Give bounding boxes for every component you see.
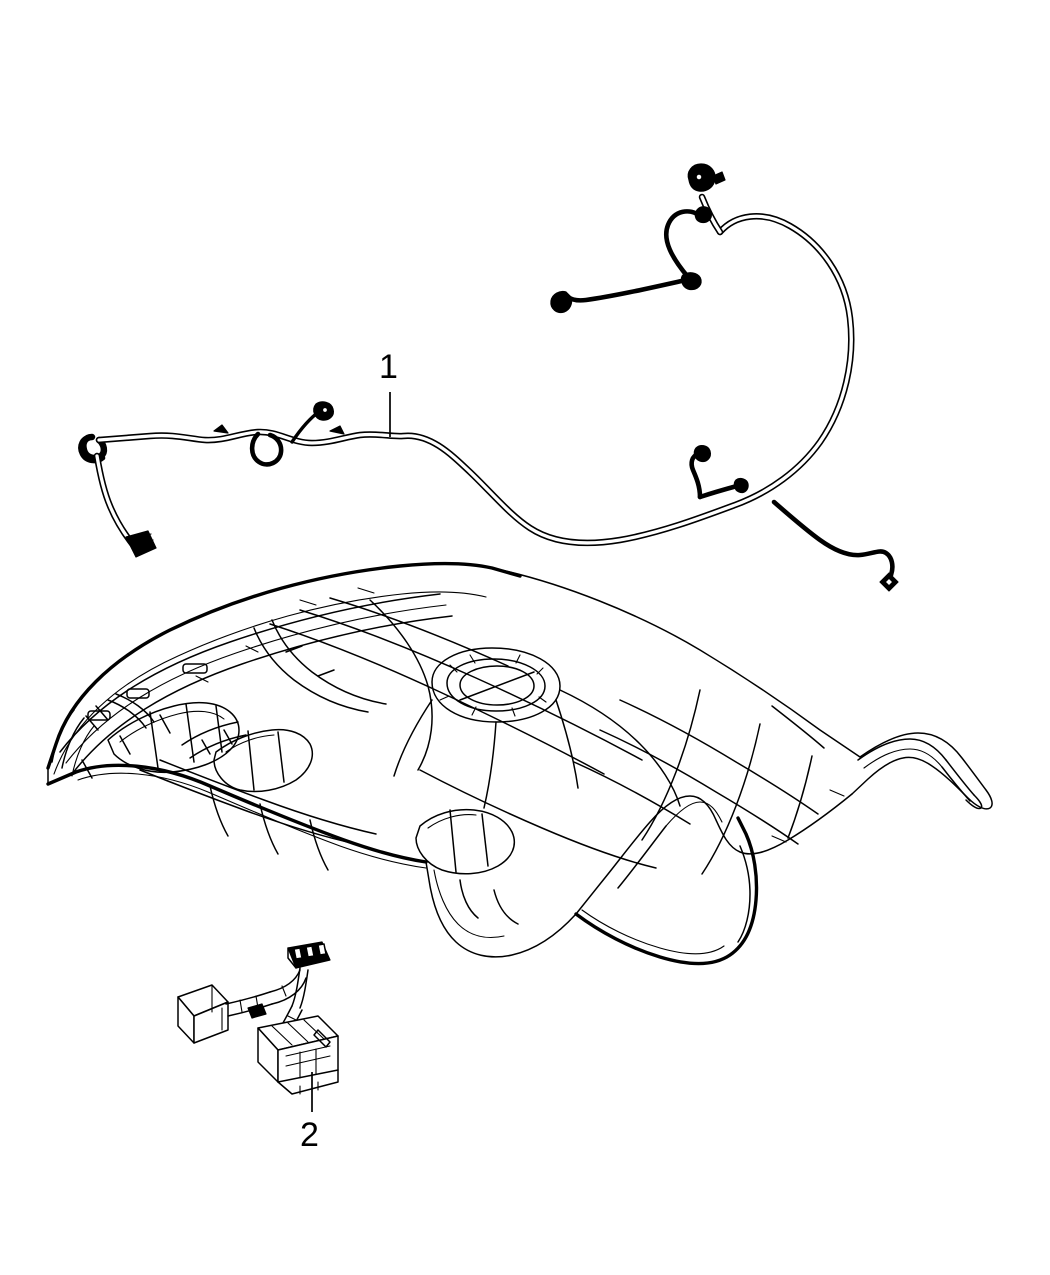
harness-main-trunk [80,213,855,547]
callout-number-2: 2 [300,1116,319,1154]
headliner-left-corner [51,693,155,777]
harness-lower-right-branches [689,445,899,592]
harness-clip-2 [329,425,345,435]
part-headliner-jumper-harness [177,941,339,1095]
headliner-grab-handle-recess-lf [107,701,240,774]
jumper-loom-upper [225,969,307,1017]
headliner-center-contours [369,599,681,869]
headliner-front-rail [59,593,453,779]
headliner-fastener-marks [195,587,845,843]
connector-diamond-terminal [879,572,899,592]
headliner-right-seam-grid [573,689,825,875]
jumper-top-connector [287,941,331,969]
headliner-mount-cutout-left-a [87,710,111,721]
jumper-inline-splice [247,1003,267,1019]
connector-lr-terminal-a [693,445,711,463]
harness-clip-1 [213,424,229,434]
headliner-rail-slots-left [181,721,247,759]
headliner-rear-right-tab [857,738,983,810]
harness-retainer-loop-1 [249,431,284,467]
headliner-mount-cutout-left-b [126,688,150,699]
headliner-rear-left-panels [139,759,377,871]
connector-left-side-terminal [550,290,573,314]
harness-branch-upper-left [290,401,334,444]
harness-left-branch [93,452,138,550]
headliner-grab-handle-recess-rl [415,808,516,875]
connector-left-block [125,530,157,558]
headliner-center-bow [253,619,387,713]
connector-top [687,163,726,192]
headliner-center-ribs [269,597,643,775]
headliner-rear-notch [617,801,751,943]
harness-upper-branches [550,163,726,314]
connector-lr-terminal-b [733,478,749,494]
headliner-rear-left-cutout [433,869,519,939]
jumper-main-connector [257,1015,339,1095]
jumper-lead-descending [291,967,309,1009]
part-overhead-wiring-harness [78,163,899,592]
part-headliner-panel [46,561,993,966]
jumper-block-connector [177,984,229,1044]
callout-number-1: 1 [379,348,398,386]
headliner-mount-cutout-left-c [182,663,208,674]
headliner-grab-handle-recess-lr [213,728,314,793]
headliner-dome-lamp-aperture [431,647,561,723]
callout-leaders [311,392,391,1112]
connector-arch-terminal [694,206,712,224]
